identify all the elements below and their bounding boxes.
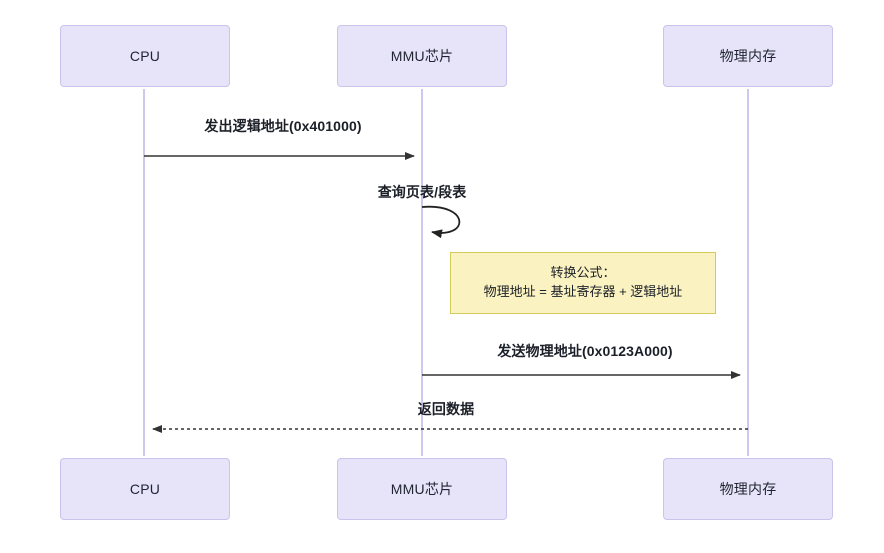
message-label-3: 发送物理地址(0x0123A000) — [497, 343, 673, 359]
participant-label-mmu-top: MMU芯片 — [390, 48, 454, 64]
message-arrow-2-self-loop — [421, 205, 461, 239]
note-conversion-formula: 转换公式： 物理地址 = 基址寄存器 + 逻辑地址 — [450, 252, 716, 314]
message-label-4: 返回数据 — [417, 401, 475, 417]
participant-box-mmu-bottom[interactable]: MMU芯片 — [337, 458, 507, 520]
message-label-2: 查询页表/段表 — [377, 184, 467, 200]
note-title: 转换公式： — [550, 265, 616, 281]
participant-label-cpu-bottom: CPU — [129, 481, 161, 497]
participant-label-cpu-top: CPU — [129, 48, 161, 64]
participant-label-memory-bottom: 物理内存 — [719, 481, 777, 497]
participant-box-cpu-bottom[interactable]: CPU — [60, 458, 230, 520]
participant-box-memory-bottom[interactable]: 物理内存 — [663, 458, 833, 520]
participant-label-memory-top: 物理内存 — [719, 48, 777, 64]
participant-box-cpu-top[interactable]: CPU — [60, 25, 230, 87]
participant-box-memory-top[interactable]: 物理内存 — [663, 25, 833, 87]
participant-box-mmu-top[interactable]: MMU芯片 — [337, 25, 507, 87]
note-body: 物理地址 = 基址寄存器 + 逻辑地址 — [483, 284, 683, 299]
participant-label-mmu-bottom: MMU芯片 — [390, 481, 454, 497]
message-label-1: 发出逻辑地址(0x401000) — [204, 118, 362, 134]
